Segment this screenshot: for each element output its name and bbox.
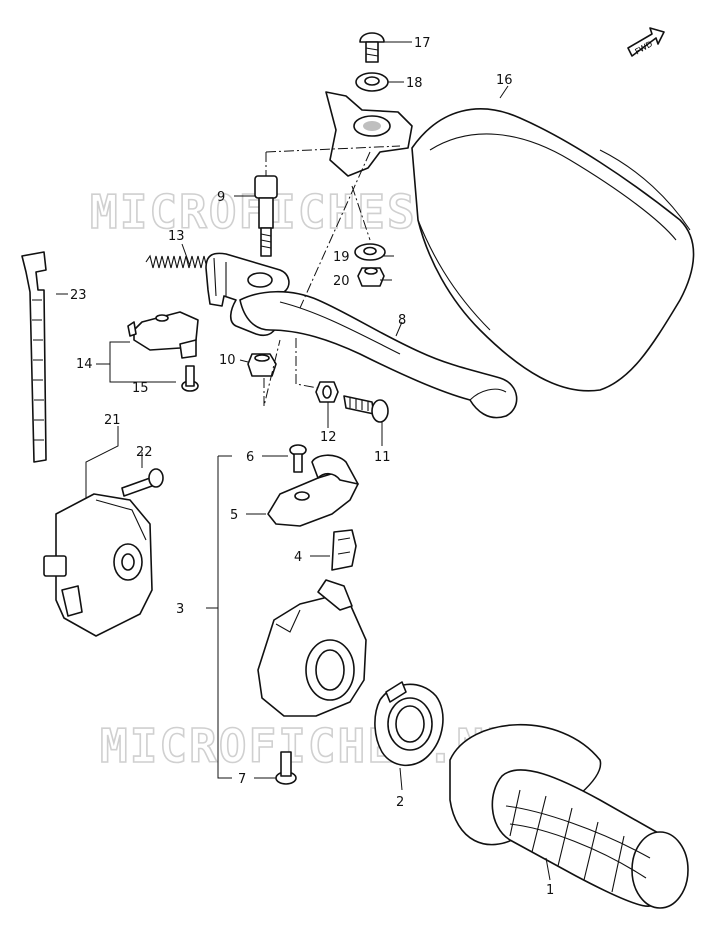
clip-4 bbox=[331, 529, 357, 571]
callout-8: 8 bbox=[398, 313, 406, 328]
callout-12: 12 bbox=[320, 430, 337, 445]
fwd-arrow-icon: FWD bbox=[627, 27, 665, 57]
callout-11: 11 bbox=[374, 450, 391, 465]
callout-7: 7 bbox=[238, 772, 246, 787]
callout-23: 23 bbox=[70, 288, 87, 303]
callout-17: 17 bbox=[414, 36, 431, 51]
switch-housing-21 bbox=[43, 493, 153, 637]
callout-14: 14 bbox=[76, 357, 93, 372]
washer-18 bbox=[355, 72, 389, 92]
nut-10 bbox=[247, 353, 277, 377]
callout-22: 22 bbox=[136, 445, 153, 460]
callout-5: 5 bbox=[230, 508, 238, 523]
callout-1: 1 bbox=[546, 883, 554, 898]
throttle-housing-3 bbox=[257, 579, 367, 717]
callout-4: 4 bbox=[294, 550, 302, 565]
grip-1 bbox=[449, 723, 689, 909]
screw-15 bbox=[181, 365, 199, 392]
callout-21: 21 bbox=[104, 413, 121, 428]
clutch-lever-8 bbox=[239, 290, 518, 419]
callout-15: 15 bbox=[132, 381, 149, 396]
throttle-pulley-2 bbox=[374, 681, 444, 767]
leader-lines bbox=[56, 41, 551, 881]
fwd-label: FWD bbox=[633, 39, 654, 56]
cable-guide-5 bbox=[267, 454, 359, 527]
callout-6: 6 bbox=[246, 450, 254, 465]
callout-10: 10 bbox=[219, 353, 236, 368]
callout-19: 19 bbox=[333, 250, 350, 265]
lever-switch-14 bbox=[127, 311, 199, 359]
callout-13: 13 bbox=[168, 229, 185, 244]
callout-labels: 17 18 16 9 13 19 20 23 8 14 10 15 12 21 … bbox=[70, 36, 554, 898]
callout-3: 3 bbox=[176, 602, 184, 617]
callout-20: 20 bbox=[333, 274, 350, 289]
washer-19 bbox=[354, 243, 386, 261]
screw-22 bbox=[121, 468, 164, 497]
nut-20 bbox=[357, 267, 385, 287]
callout-16: 16 bbox=[496, 73, 513, 88]
cable-tie-23 bbox=[21, 251, 47, 463]
callout-18: 18 bbox=[406, 76, 423, 91]
screw-17 bbox=[359, 32, 385, 63]
adjuster-bolt-11 bbox=[343, 395, 389, 423]
nut-12 bbox=[315, 381, 339, 403]
callout-2: 2 bbox=[396, 795, 404, 810]
callout-9: 9 bbox=[217, 190, 225, 205]
pivot-bolt-9 bbox=[254, 175, 278, 257]
screw-6 bbox=[289, 444, 307, 473]
hand-guard bbox=[411, 108, 695, 392]
guard-mount-bracket bbox=[325, 91, 413, 177]
